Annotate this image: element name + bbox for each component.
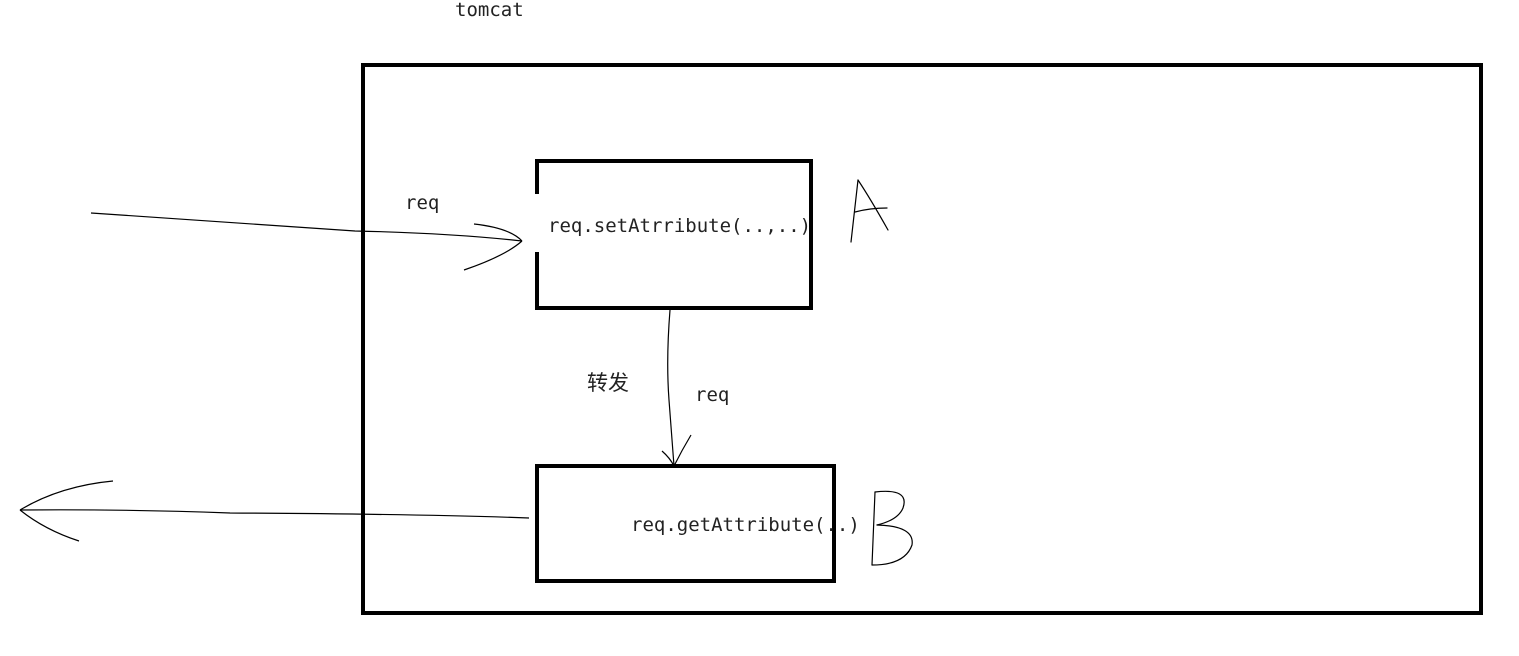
tomcat-container-box bbox=[361, 63, 1483, 615]
forward-arrow bbox=[661, 309, 692, 467]
incoming-request-arrow bbox=[90, 212, 523, 271]
forward-req-label: req bbox=[695, 384, 729, 406]
response-arrow bbox=[19, 480, 530, 542]
servlet-b-code: req.getAttribute(..) bbox=[631, 514, 860, 536]
container-label: tomcat bbox=[455, 0, 524, 21]
incoming-req-label: req bbox=[405, 192, 439, 214]
servlet-b-tag-text: B bbox=[0, 0, 11, 5]
servlet-b-tag: B bbox=[0, 0, 913, 566]
servlet-b-box bbox=[535, 464, 836, 583]
servlet-a-box bbox=[535, 159, 813, 310]
servlet-a-code: req.setAtrribute(..,..) bbox=[548, 215, 811, 237]
servlet-a-tag: A bbox=[850, 179, 889, 243]
forward-action-label: 转发 bbox=[587, 371, 629, 395]
